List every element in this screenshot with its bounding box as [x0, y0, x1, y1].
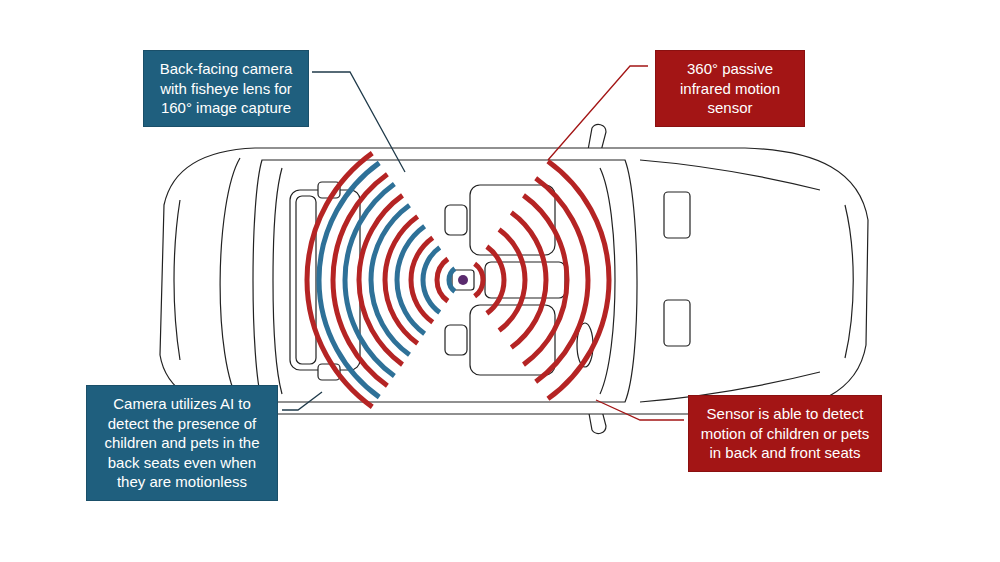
signal-arcs	[307, 153, 609, 407]
leader-line	[548, 66, 648, 160]
infrared-arc	[411, 238, 433, 323]
infrared-arc	[511, 212, 546, 347]
camera-arc	[449, 269, 455, 292]
sensor-dot	[458, 275, 468, 285]
infrared-arc	[437, 259, 448, 301]
infrared-arc	[359, 195, 403, 364]
infrared-arc	[307, 153, 372, 407]
infrared-arc	[487, 247, 504, 314]
infrared-arc	[499, 230, 525, 331]
callout-box: 360° passive infrared motion sensor	[655, 50, 805, 127]
callout-box: Sensor is able to detect motion of child…	[688, 395, 882, 472]
callout-box: Back-facing camera with fisheye lens for…	[143, 50, 309, 127]
infrared-arc	[333, 174, 387, 385]
callout-box: Camera utilizes AI to detect the presenc…	[86, 385, 278, 501]
leader-line	[596, 400, 684, 420]
infrared-arc	[536, 178, 588, 381]
leader-line	[282, 392, 322, 410]
infrared-arc	[475, 264, 483, 297]
sensor-housing	[452, 270, 474, 290]
callout-text: Sensor is able to detect motion of child…	[699, 404, 871, 463]
leader-line	[312, 72, 405, 172]
leader-lines	[282, 66, 684, 420]
infrared-arc	[548, 161, 609, 399]
infrared-arc	[385, 217, 418, 344]
infrared-arc	[523, 195, 567, 364]
car-outline	[160, 148, 868, 414]
callout-text: Back-facing camera with fisheye lens for…	[154, 59, 298, 118]
callout-text: Camera utilizes AI to detect the presenc…	[97, 394, 267, 492]
callout-text: 360° passive infrared motion sensor	[666, 59, 794, 118]
